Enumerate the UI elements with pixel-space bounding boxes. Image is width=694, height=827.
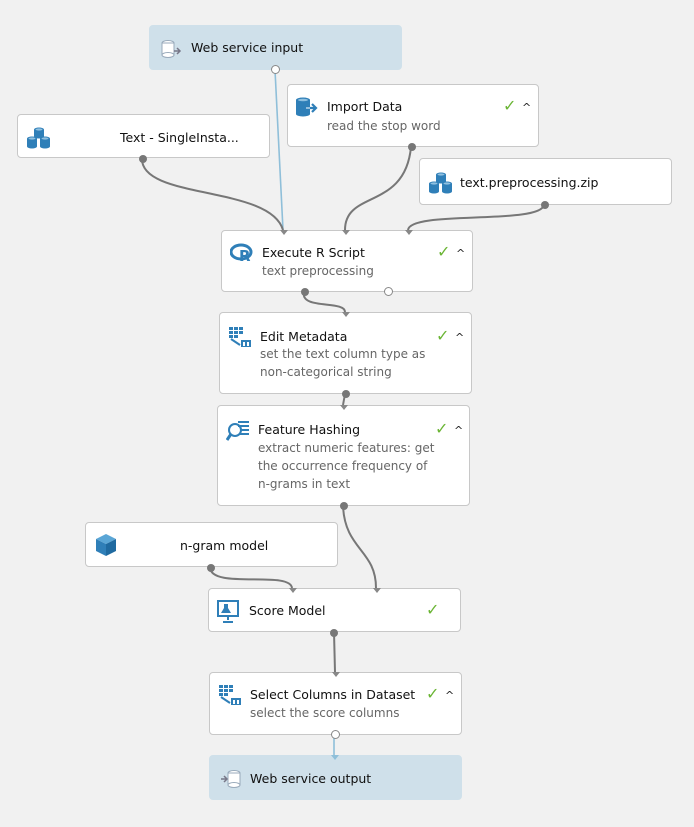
connection-hashing-to-score	[342, 505, 377, 589]
module-title: Execute R Script	[262, 245, 365, 260]
input-port[interactable]	[331, 755, 339, 760]
select-columns-icon	[219, 685, 241, 705]
web-service-icon	[221, 770, 241, 788]
module-title: Select Columns in Dataset	[250, 687, 416, 702]
connection-r-to-metadata	[302, 291, 346, 313]
module-execute-r-script[interactable]: R Execute R Script text preprocessing ✓ …	[221, 230, 473, 296]
output-port[interactable]	[340, 502, 348, 510]
module-title: Import Data	[327, 99, 403, 114]
collapse-caret-icon[interactable]: ^	[455, 331, 465, 344]
collapse-caret-icon[interactable]: ^	[522, 101, 532, 114]
module-title: Text - SingleInsta...	[120, 130, 239, 145]
input-port[interactable]	[373, 588, 381, 593]
connection-ngram-to-score	[209, 566, 293, 589]
check-icon: ✓	[436, 326, 450, 345]
module-description: read the stop word	[327, 119, 441, 133]
module-title: Edit Metadata	[260, 329, 348, 344]
output-port[interactable]	[207, 564, 215, 572]
output-port[interactable]	[301, 288, 309, 296]
module-title: Score Model	[249, 603, 326, 618]
check-icon: ✓	[437, 242, 451, 261]
module-web-service-output[interactable]: Web service output	[209, 755, 462, 800]
collapse-caret-icon[interactable]: ^	[456, 247, 466, 260]
output-port[interactable]	[330, 629, 338, 637]
module-text-single-instance[interactable]: Text - SingleInsta...	[17, 114, 270, 163]
connection-import-to-r	[344, 146, 412, 231]
svg-text:R: R	[239, 247, 251, 264]
module-score-model[interactable]: Score Model ✓	[208, 588, 461, 637]
input-port[interactable]	[280, 230, 288, 235]
module-import-data[interactable]: Import Data read the stop word ✓ ^	[287, 84, 539, 151]
input-port[interactable]	[342, 230, 350, 235]
input-port[interactable]	[332, 672, 340, 677]
output-port[interactable]	[384, 287, 393, 296]
check-icon: ✓	[435, 419, 449, 438]
input-port[interactable]	[340, 405, 348, 410]
connection-zip-to-r	[407, 204, 545, 231]
output-port[interactable]	[342, 390, 350, 398]
module-text-preprocessing-zip[interactable]: text.preprocessing.zip	[419, 158, 672, 209]
output-port[interactable]	[139, 155, 147, 163]
module-title: n-gram model	[180, 538, 269, 553]
module-description: set the text column type as non-categori…	[260, 347, 426, 379]
module-n-gram-model[interactable]: n-gram model	[85, 522, 338, 572]
module-edit-metadata[interactable]: Edit Metadata set the text column type a…	[219, 312, 472, 398]
output-port[interactable]	[408, 143, 416, 151]
module-feature-hashing[interactable]: Feature Hashing extract numeric features…	[217, 405, 470, 510]
module-title: Web service input	[191, 40, 304, 55]
edit-metadata-icon	[229, 327, 251, 347]
import-data-icon	[296, 97, 318, 117]
dataset-icon	[27, 127, 50, 149]
input-port[interactable]	[342, 312, 350, 317]
dataset-icon	[429, 172, 452, 194]
check-icon: ✓	[426, 684, 440, 703]
web-service-icon	[161, 40, 182, 58]
module-description: select the score columns	[250, 706, 400, 720]
module-description: extract numeric features: get the occurr…	[258, 441, 435, 491]
collapse-caret-icon[interactable]: ^	[445, 689, 455, 702]
connection-text-to-r	[140, 157, 284, 231]
check-icon: ✓	[503, 96, 517, 115]
input-port[interactable]	[405, 230, 413, 235]
connection-web-input-to-r	[274, 69, 284, 231]
module-title: Web service output	[250, 771, 372, 786]
output-port[interactable]	[271, 65, 280, 74]
trained-model-icon	[96, 534, 116, 556]
collapse-caret-icon[interactable]: ^	[454, 424, 464, 437]
module-description: text preprocessing	[262, 264, 374, 278]
connection-score-to-select	[333, 631, 336, 673]
module-web-service-input[interactable]: Web service input	[149, 25, 402, 74]
check-icon: ✓	[426, 600, 440, 619]
module-title: Feature Hashing	[258, 422, 361, 437]
module-select-columns-in-dataset[interactable]: Select Columns in Dataset select the sco…	[209, 672, 462, 739]
r-script-icon: R	[230, 243, 253, 264]
feature-hashing-icon	[226, 421, 249, 441]
input-port[interactable]	[289, 588, 297, 593]
module-title: text.preprocessing.zip	[460, 175, 599, 190]
score-model-icon	[217, 600, 239, 623]
output-port[interactable]	[541, 201, 549, 209]
output-port[interactable]	[331, 730, 340, 739]
